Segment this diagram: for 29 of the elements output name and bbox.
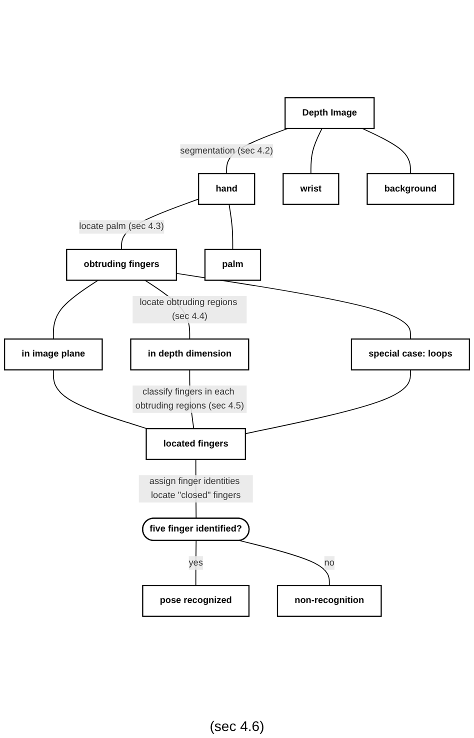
node-box: hand [198, 173, 256, 205]
connector [239, 540, 330, 586]
node-box: non-recognition [276, 584, 382, 617]
edge-label: yes [188, 558, 203, 568]
edge-label: no [324, 558, 334, 568]
node-box: wrist [282, 173, 340, 205]
node-box: pose recognized [142, 584, 250, 617]
node-box: Depth Image [284, 97, 375, 130]
node-box: obtruding fingers [66, 248, 178, 281]
connector [52, 369, 148, 430]
node-box: palm [204, 248, 262, 281]
edge-label: locate palm (sec 4.3) [79, 222, 164, 232]
edge-label: assign finger identities locate "closed" fingers [149, 476, 241, 500]
connector [195, 540, 197, 586]
edge-label: locate obtruding regions (sec 4.4) [140, 298, 238, 322]
edge-label: classify fingers in each obtruding regions (sec 4.5) [135, 387, 244, 411]
connector [362, 128, 411, 174]
node-box: background [366, 173, 454, 205]
note-text: (sec 4.6) [210, 718, 264, 734]
connector [245, 369, 411, 434]
connector [310, 128, 322, 174]
connector [52, 280, 99, 340]
node-box: in image plane [4, 338, 103, 370]
node-box: in depth dimension [130, 338, 250, 370]
connector [228, 204, 234, 250]
node-box: located fingers [146, 428, 246, 460]
connector [176, 272, 411, 340]
node-box: special case: loops [350, 338, 470, 370]
edge-label: segmentation (sec 4.2) [180, 146, 274, 156]
